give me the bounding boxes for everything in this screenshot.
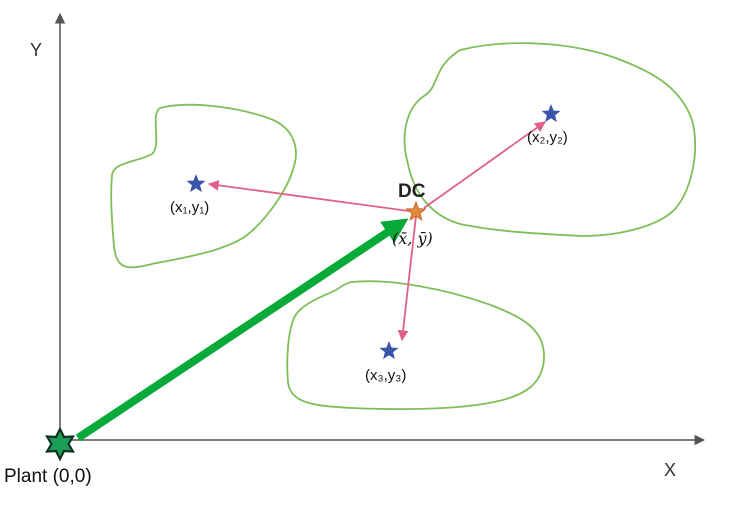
star-icon-p3 bbox=[379, 341, 399, 360]
point-label-2: (x₂,y₂) bbox=[527, 129, 568, 146]
arrow-plant-to-dc bbox=[75, 218, 409, 442]
arrow-dc-to-p1 bbox=[207, 179, 417, 213]
mean-label: (x̄, ȳ) bbox=[392, 229, 433, 248]
x-axis-label: X bbox=[664, 460, 676, 480]
y-axis-label: Y bbox=[30, 40, 42, 60]
star-icon-p2 bbox=[541, 104, 561, 123]
region-2 bbox=[403, 42, 696, 237]
arrow-dc-to-p2 bbox=[423, 121, 546, 209]
point-label-1: (x₁,y₁) bbox=[170, 199, 209, 216]
star-icon-p1 bbox=[186, 174, 206, 193]
point-label-3: (x₃,y₃) bbox=[365, 367, 406, 384]
plant-label: Plant (0,0) bbox=[4, 466, 92, 487]
region-3 bbox=[286, 280, 545, 411]
arrow-dc-to-p3 bbox=[397, 215, 417, 342]
plant-star-icon bbox=[44, 426, 76, 462]
region-1 bbox=[110, 103, 297, 269]
dc-star-icon bbox=[405, 200, 427, 222]
dc-label: DC bbox=[398, 181, 426, 202]
